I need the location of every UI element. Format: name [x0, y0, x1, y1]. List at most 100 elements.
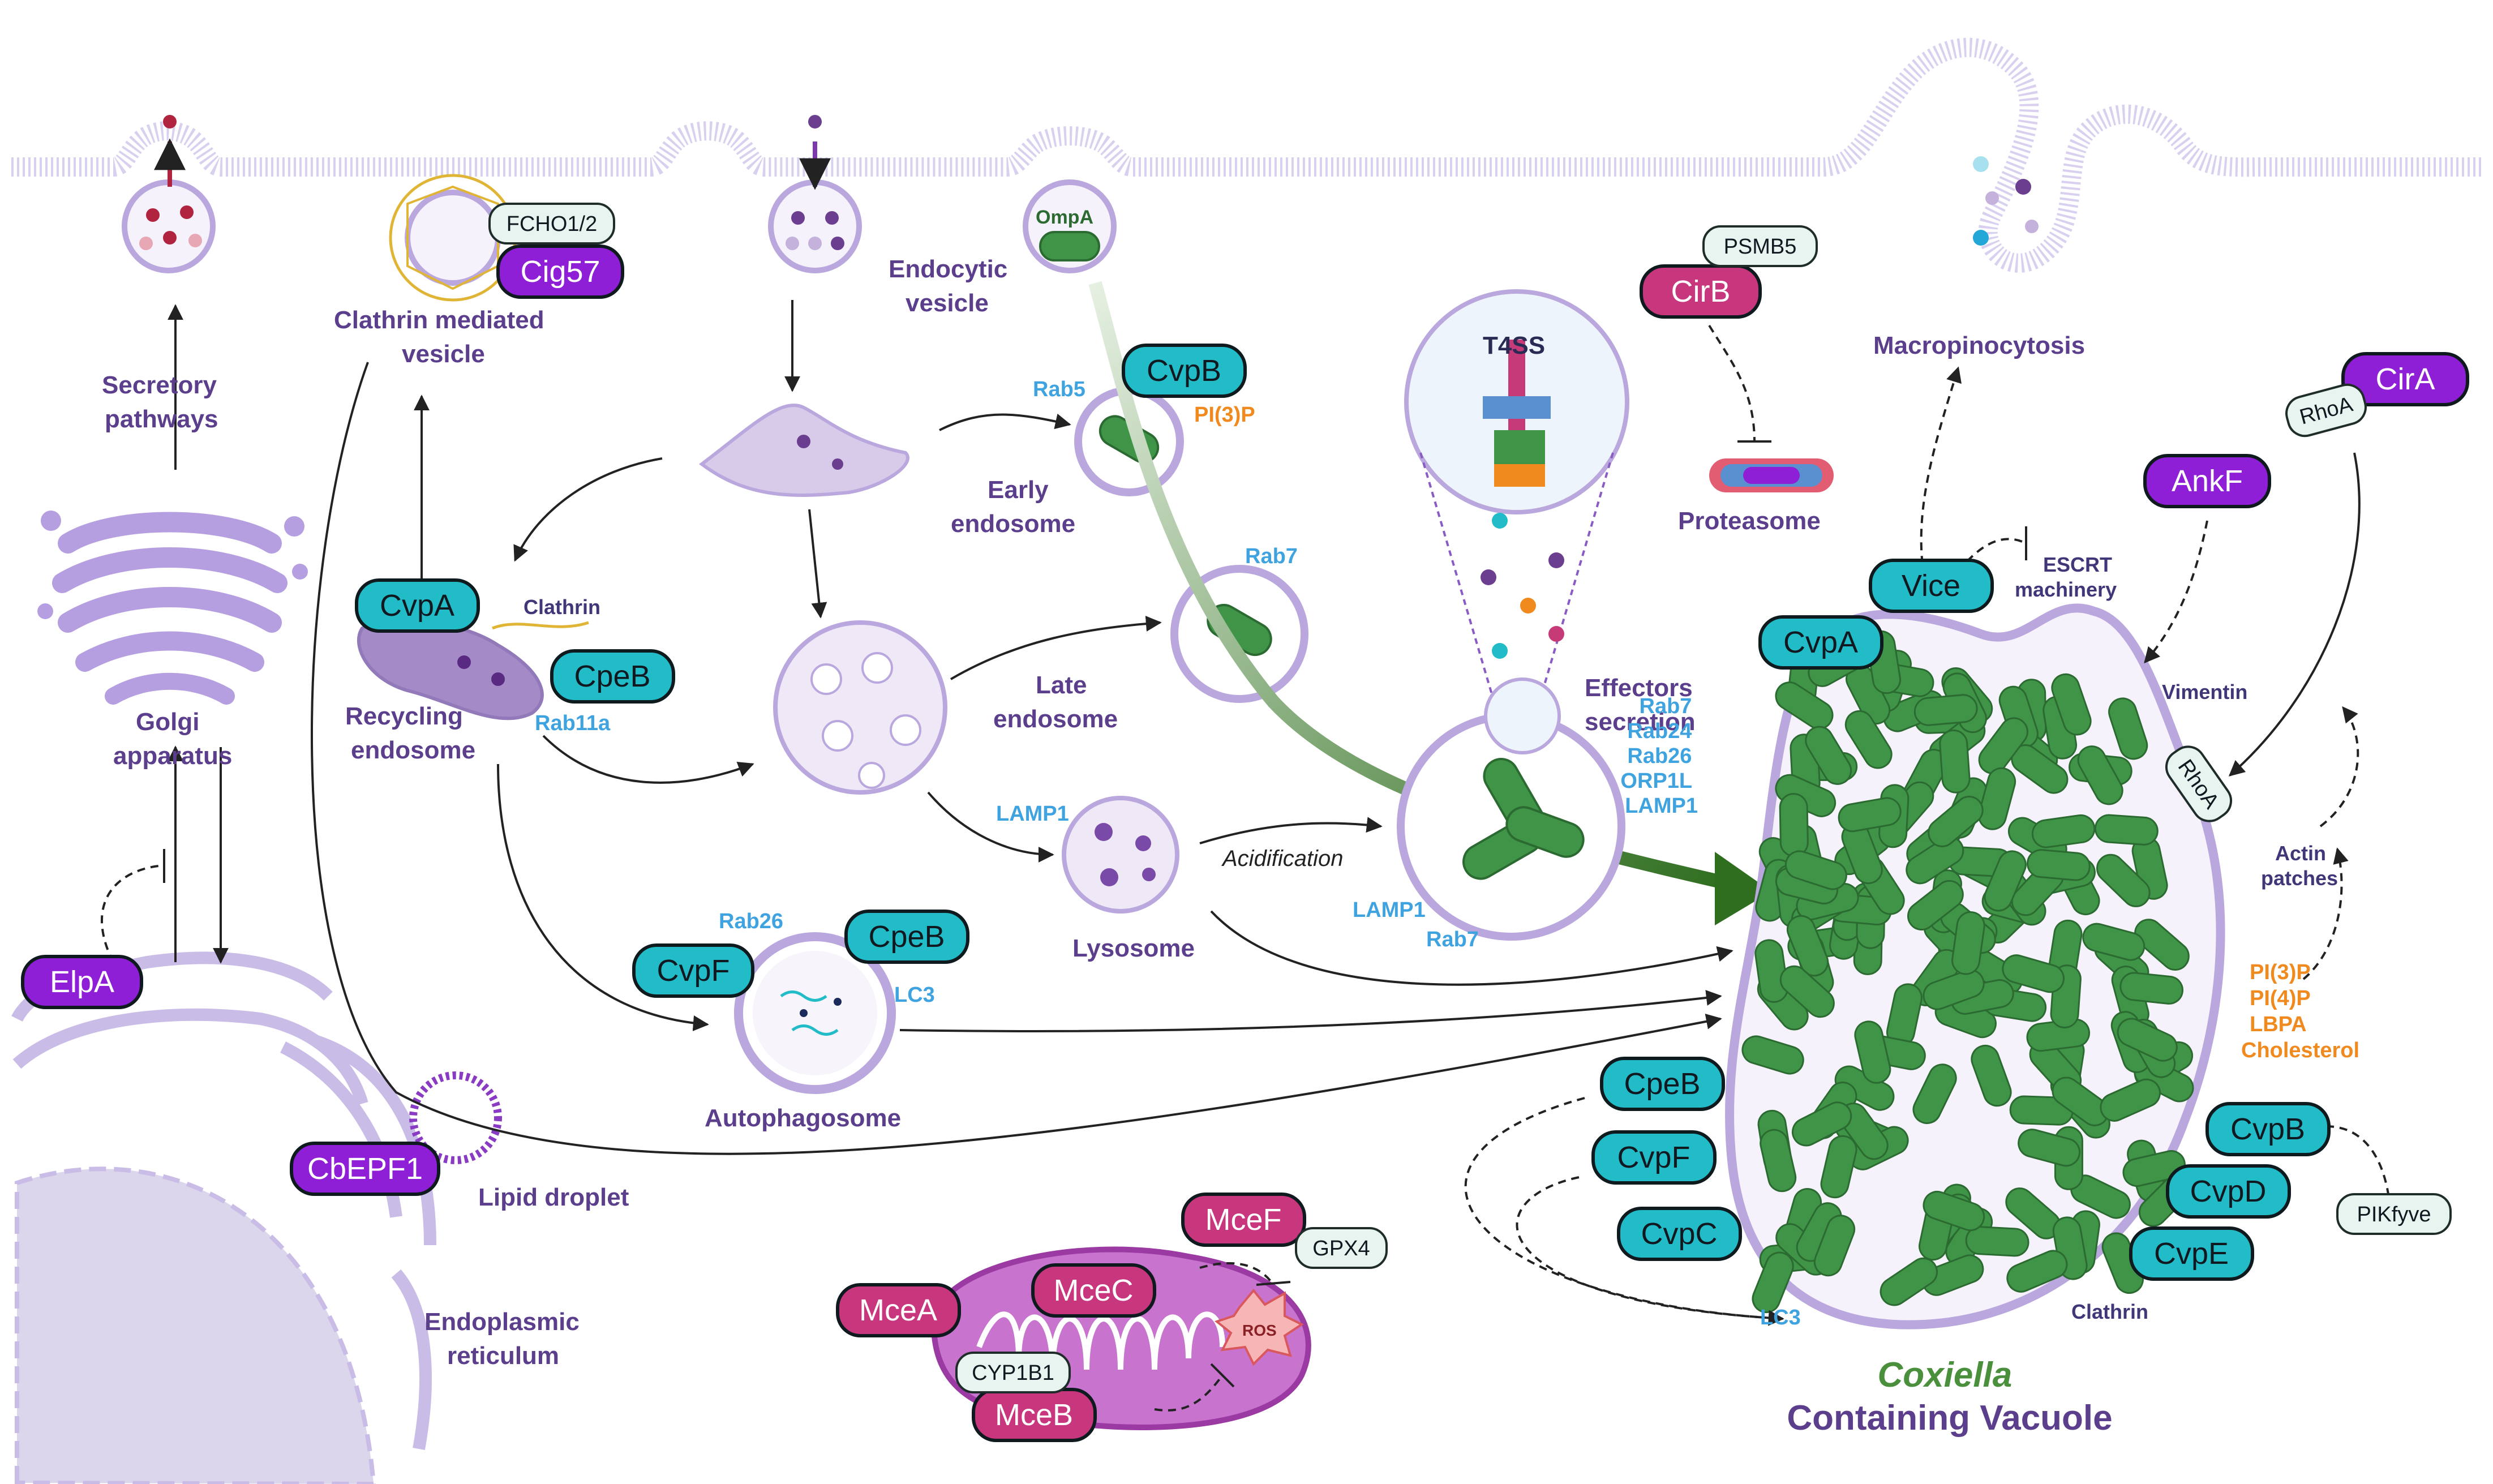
- effector-cig57: Cig57: [496, 245, 624, 299]
- ccv-bacterium: [1880, 1257, 1938, 1306]
- label-macropinocytosis: Macropinocytosis: [1873, 332, 2085, 359]
- golgi-apparatus: [37, 511, 308, 705]
- ccv-bacterium: [1923, 1190, 1985, 1232]
- ccv-bacterium: [1978, 717, 2028, 774]
- svg-text:CbEPF1: CbEPF1: [307, 1152, 423, 1186]
- label-clathrin-ccv: Clathrin: [2071, 1300, 2148, 1323]
- autophagosome-shape: [734, 932, 896, 1094]
- effector-cbepf1: CbEPF1: [290, 1142, 440, 1196]
- ccv-bacterium: [2027, 849, 2091, 881]
- ccv-bacterium: [1784, 850, 1847, 890]
- effector-mcef: MceF: [1181, 1193, 1306, 1247]
- ccv-bacterium: [2082, 923, 2146, 961]
- effector-cvpb-early: CvpB: [1122, 344, 1247, 398]
- ccv-bacterium: [1752, 1251, 1794, 1314]
- effector-cvpe-ccv: CvpE: [2129, 1226, 2254, 1281]
- svg-text:MceB: MceB: [995, 1398, 1073, 1432]
- marker-rab26-auto: Rab26: [719, 910, 783, 933]
- effector-vice: Vice: [1869, 559, 1994, 613]
- ccv-bacterium: [1906, 836, 1964, 885]
- lysosome-shape: [1062, 796, 1179, 913]
- svg-text:MceC: MceC: [1053, 1273, 1133, 1307]
- host-fcho12: FCHO1/2: [488, 203, 615, 245]
- marker-rab7-top: Rab7: [1245, 544, 1298, 568]
- marker-lipid-list: PI(3)P PI(4)P LBPA Cholesterol: [2241, 960, 2359, 1062]
- effector-cvpa-recycling: CvpA: [355, 578, 480, 633]
- ccv-bacterium: [1907, 880, 1964, 931]
- ccv-bacterium: [1913, 694, 1978, 726]
- effector-cpeb-auto: CpeB: [844, 910, 969, 964]
- effector-cpeb-recycling: CpeB: [550, 649, 675, 704]
- ccv-bacterium: [1779, 965, 1835, 1018]
- effector-cvpc-ccv: CvpC: [1617, 1207, 1742, 1261]
- effector-mcea: MceA: [836, 1283, 961, 1337]
- effector-mceb: MceB: [972, 1388, 1097, 1442]
- ccv-bacterium: [1741, 1035, 1804, 1075]
- ccv-bacterium: [2077, 745, 2123, 805]
- label-ompa: OmpA: [1036, 207, 1093, 228]
- effector-cira: CirA: [2341, 352, 2469, 406]
- ccv-bacterium: [1838, 797, 1902, 833]
- svg-text:CpeB: CpeB: [574, 659, 650, 693]
- ccv-bacterium: [2051, 673, 2092, 736]
- svg-text:CirA: CirA: [2376, 362, 2435, 396]
- label-lipid-droplet: Lipid droplet: [478, 1183, 629, 1211]
- svg-text:CvpF: CvpF: [1617, 1140, 1690, 1174]
- proteasome-shape: [1709, 458, 1834, 492]
- ccv-bacterium: [1813, 1215, 1856, 1277]
- svg-text:CvpF: CvpF: [656, 954, 730, 988]
- marker-ccv-list: Rab7 Rab24 Rab26 ORP1L LAMP1: [1620, 694, 1698, 818]
- marker-lamp1-rab7: LAMP1Rab7: [1353, 898, 1479, 951]
- host-pikfyve: PIKfyve: [2336, 1193, 2452, 1235]
- effector-cvpb-ccv: CvpB: [2205, 1102, 2331, 1156]
- ccv-bacterium: [1791, 1101, 1852, 1147]
- ccv-title: Coxiella Containing Vacuole: [1787, 1356, 2112, 1438]
- macropinosome: [1973, 156, 2039, 246]
- multivesicular-body: [773, 620, 947, 795]
- effector-cirb: CirB: [1640, 264, 1762, 319]
- svg-text:FCHO1/2: FCHO1/2: [507, 212, 597, 236]
- marker-lamp1-lys: LAMP1: [996, 802, 1069, 826]
- pathway-arrows: [168, 300, 2361, 1326]
- svg-text:PIKfyve: PIKfyve: [2357, 1203, 2431, 1226]
- label-acidification: Acidification: [1221, 846, 1343, 871]
- sorting-endosome: [698, 404, 909, 497]
- ccv-bacterium: [2094, 814, 2159, 846]
- t4ss-vacuole: [1397, 289, 1629, 941]
- ccv-bacterium: [2018, 1129, 2081, 1167]
- label-lysosome: Lysosome: [1072, 934, 1195, 962]
- ccv-bacterium: [1978, 767, 2016, 830]
- svg-text:ElpA: ElpA: [50, 965, 114, 999]
- track-arrowhead: [1715, 852, 1771, 925]
- label-clathrin-recycling: Clathrin: [524, 595, 600, 619]
- ccv-bacterium: [2052, 1076, 2109, 1126]
- host-psmb5: PSMB5: [1702, 225, 1818, 267]
- svg-text:AnkF: AnkF: [2172, 464, 2243, 498]
- effector-cvpd-ccv: CvpD: [2166, 1164, 2291, 1219]
- ccv-bacterium: [2119, 972, 2183, 1005]
- svg-text:GPX4: GPX4: [1312, 1237, 1370, 1260]
- ccv-bacterium: [2108, 697, 2148, 760]
- svg-text:CvpB: CvpB: [1147, 354, 1221, 388]
- ccv-bacterium: [1928, 796, 1984, 847]
- svg-text:MceA: MceA: [859, 1293, 937, 1327]
- endoplasmic-reticulum: [11, 951, 436, 1484]
- effector-elpa: ElpA: [21, 955, 143, 1009]
- host-cyp1b1: CYP1B1: [955, 1352, 1071, 1393]
- label-vimentin: Vimentin: [2162, 680, 2247, 704]
- ccv-bacterium: [1844, 710, 1893, 769]
- label-t4ss: T4SS: [1483, 332, 1545, 359]
- svg-text:Vice: Vice: [1902, 569, 1960, 603]
- svg-text:CvpC: CvpC: [1641, 1217, 1717, 1251]
- effector-cvpf-auto: CvpF: [632, 943, 754, 998]
